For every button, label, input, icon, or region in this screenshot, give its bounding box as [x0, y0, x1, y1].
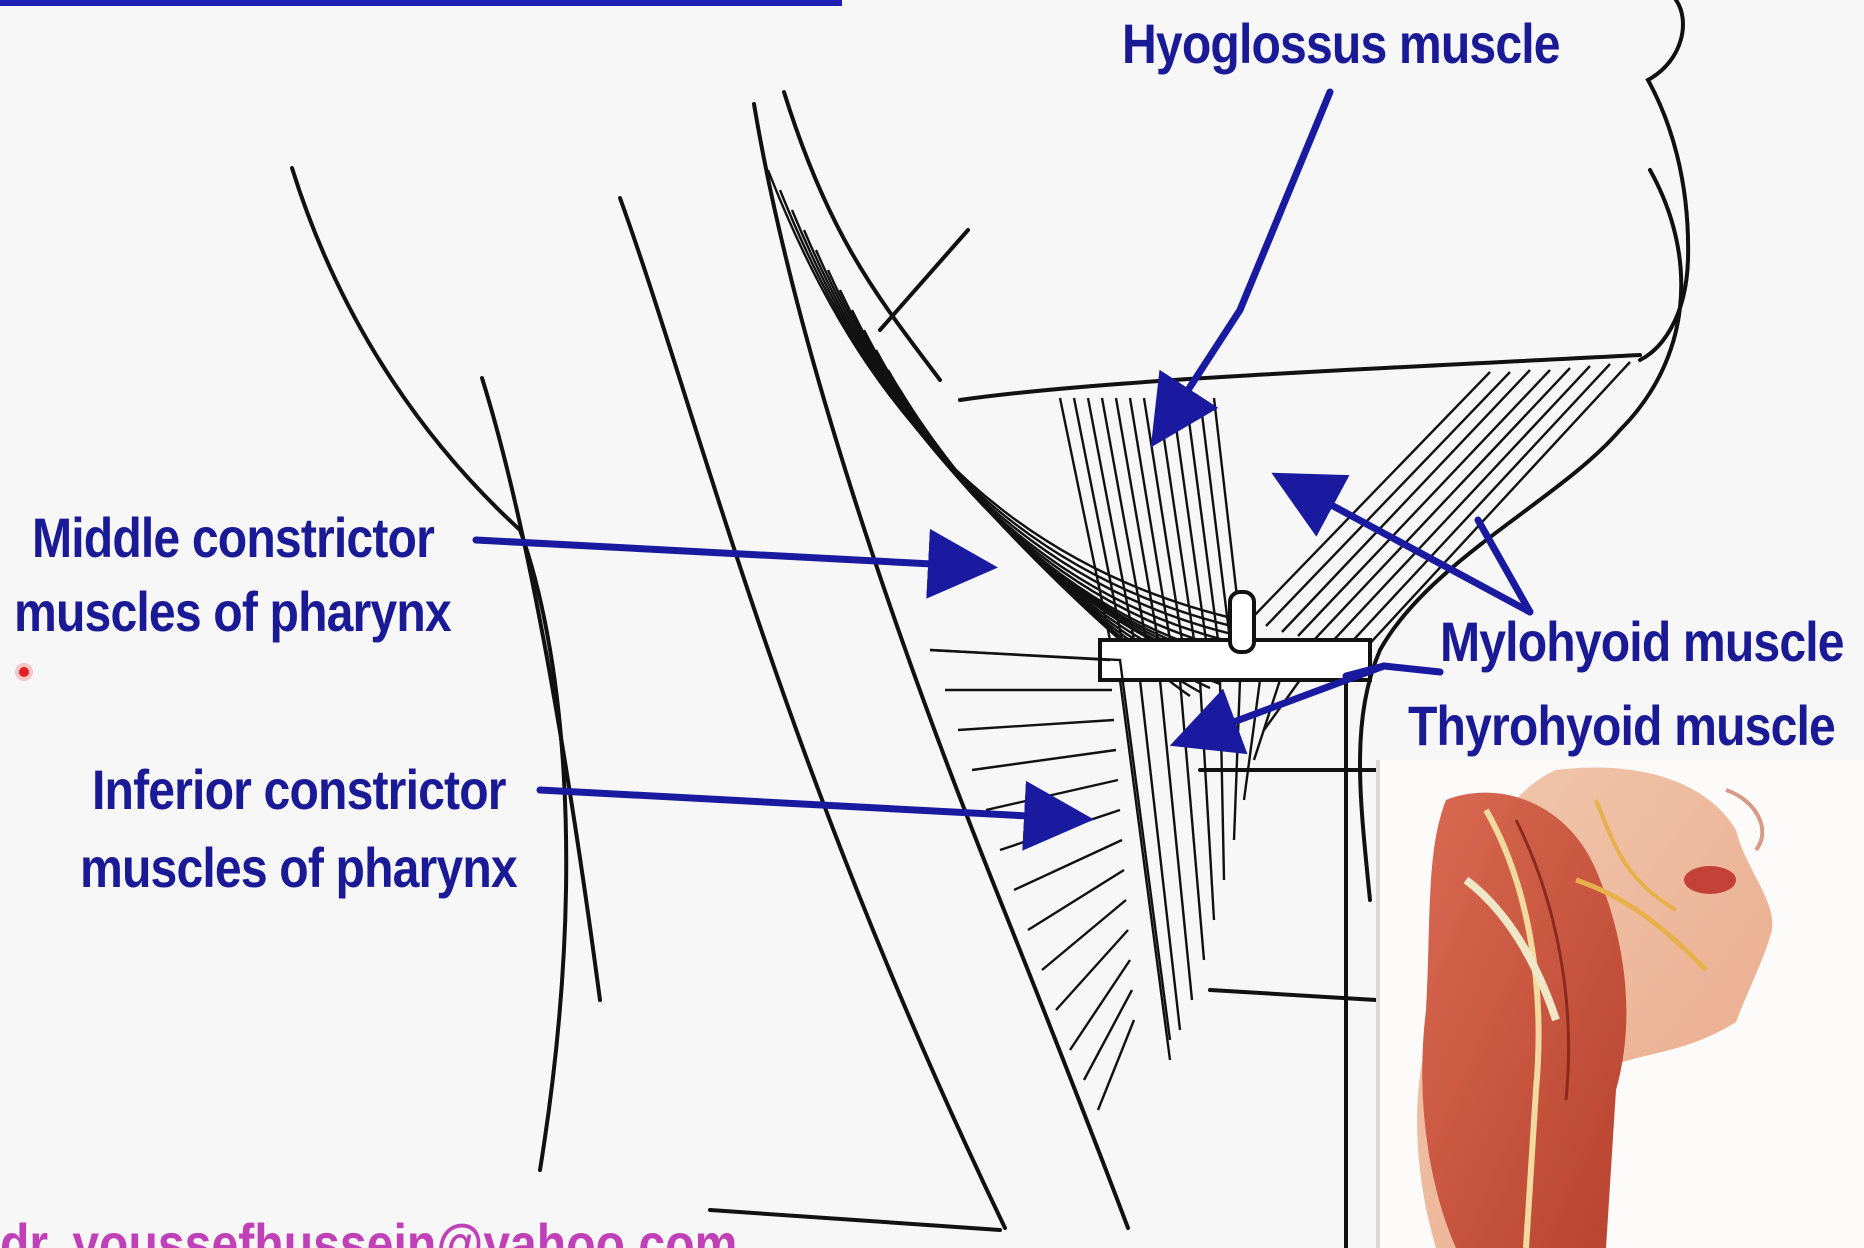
middle-constrictor-label-line1: Middle constrictor	[32, 500, 434, 576]
thyrohyoid-label: Thyrohyoid muscle	[1408, 688, 1835, 764]
neck-anatomy-illustration	[1376, 760, 1864, 1248]
inferior-constrictor-label-line1: Inferior constrictor	[92, 752, 506, 828]
inferior-constrictor-arrow	[540, 790, 1066, 818]
author-email-watermark: dr. youssefhussein@yahoo.com	[0, 1204, 737, 1248]
middle-constrictor-label-line2: muscles of pharynx	[14, 574, 451, 650]
inferior-constrictor-label-line2: muscles of pharynx	[80, 830, 517, 906]
hyoglossus-label: Hyoglossus muscle	[1122, 6, 1560, 82]
middle-constrictor-muscle	[768, 170, 1240, 696]
mylohyoid-label: Mylohyoid muscle	[1440, 604, 1844, 680]
inferior-constrictor-muscle	[930, 650, 1170, 1110]
top-rule	[0, 0, 842, 6]
middle-constrictor-arrow	[476, 540, 970, 566]
neck-anatomy-photo	[1376, 760, 1864, 1248]
laser-pointer-dot-icon	[15, 663, 33, 681]
label-arrows	[476, 92, 1530, 818]
